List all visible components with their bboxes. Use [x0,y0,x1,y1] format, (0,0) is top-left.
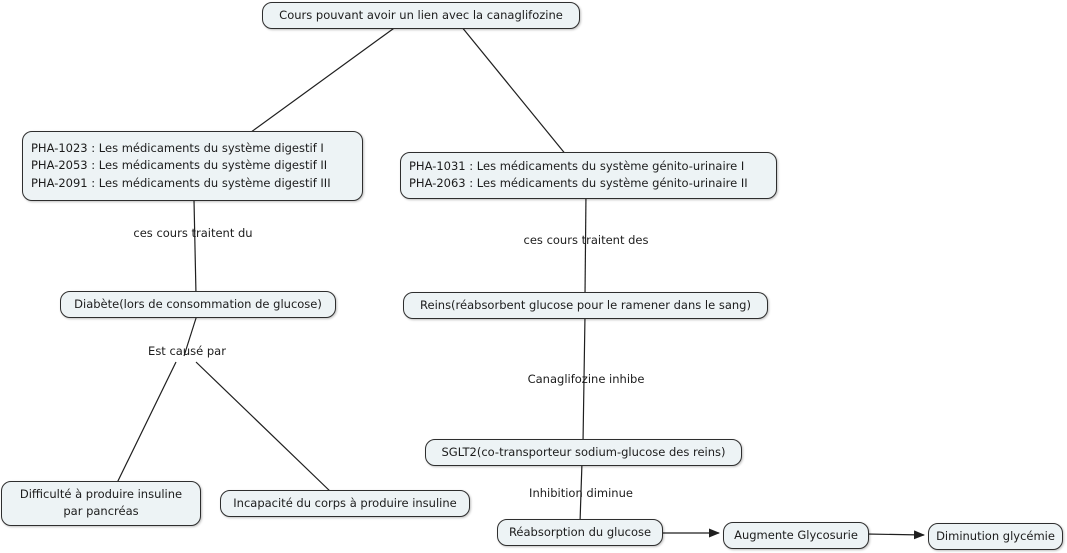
connector-reins-to-sglt2 [582,314,586,444]
node-augmente-glycosurie[interactable]: Augmente Glycosurie [723,522,869,550]
connector-cause-to-incapacite [195,361,334,495]
connector-diabete-to-cause-label [183,314,198,357]
connector-root-to-digestif [246,25,398,136]
node-courses-genito-urinaire[interactable]: PHA-1031 : Les médicaments du système gé… [400,152,777,199]
node-label: Réabsorption du glucose [508,525,652,539]
edge-label-traitent-des[interactable]: ces cours traitent des [523,233,649,247]
node-difficulte-insuline[interactable]: Difficulté à produire insuline par pancr… [1,481,201,526]
node-label: Incapacité du corps à produire insuline [233,496,457,510]
node-label-line: PHA-1031 : Les médicaments du système gé… [409,159,745,173]
node-label-line: Difficulté à produire insuline [19,487,183,501]
node-label-line: PHA-2053 : Les médicaments du système di… [31,158,328,173]
node-diminution-glycemie[interactable]: Diminution glycémie [928,523,1063,551]
node-root-courses[interactable]: Cours pouvant avoir un lien avec la cana… [262,2,580,30]
node-reabsorption-glucose[interactable]: Réabsorption du glucose [497,519,663,547]
connector-digestif-to-diabete [193,199,197,296]
edge-label-inhibition-diminue[interactable]: Inhibition diminue [529,486,633,500]
connector-genito-to-reins [584,191,587,297]
node-label: SGLT2(co-transporteur sodium-glucose des… [441,445,726,459]
node-incapacite-insuline[interactable]: Incapacité du corps à produire insuline [220,490,470,518]
node-label-line: PHA-2091 : Les médicaments du système di… [31,175,331,190]
node-label: Diabète(lors de consommation de glucose) [74,297,322,311]
node-label: Cours pouvant avoir un lien avec la cana… [279,8,563,22]
node-label: Augmente Glycosurie [734,528,858,542]
node-label-line: PHA-2063 : Les médicaments du système gé… [409,176,748,191]
node-label: Reins(réabsorbent glucose pour le ramene… [420,298,751,312]
node-reins[interactable]: Reins(réabsorbent glucose pour le ramene… [403,292,768,320]
node-sglt2[interactable]: SGLT2(co-transporteur sodium-glucose des… [425,439,742,467]
connector-cause-to-difficulte [115,361,177,486]
edge-label-canaglifozine-inhibe[interactable]: Canaglifozine inhibe [527,372,645,386]
node-label-line: PHA-1023 : Les médicaments du système di… [31,141,324,155]
node-diabete[interactable]: Diabète(lors de consommation de glucose) [60,291,336,319]
arrow-glycosurie-to-glycemie [865,530,925,540]
edge-label-traitent-du[interactable]: ces cours traitent du [133,226,253,240]
node-label: Diminution glycémie [936,529,1055,543]
edge-label-est-cause-par[interactable]: Est causé par [148,344,226,358]
node-label-line: par pancréas [63,504,139,519]
connector-sglt2-to-reabsorption [579,461,583,524]
node-courses-digestif[interactable]: PHA-1023 : Les médicaments du système di… [22,131,363,201]
connector-root-to-genito [460,25,568,157]
